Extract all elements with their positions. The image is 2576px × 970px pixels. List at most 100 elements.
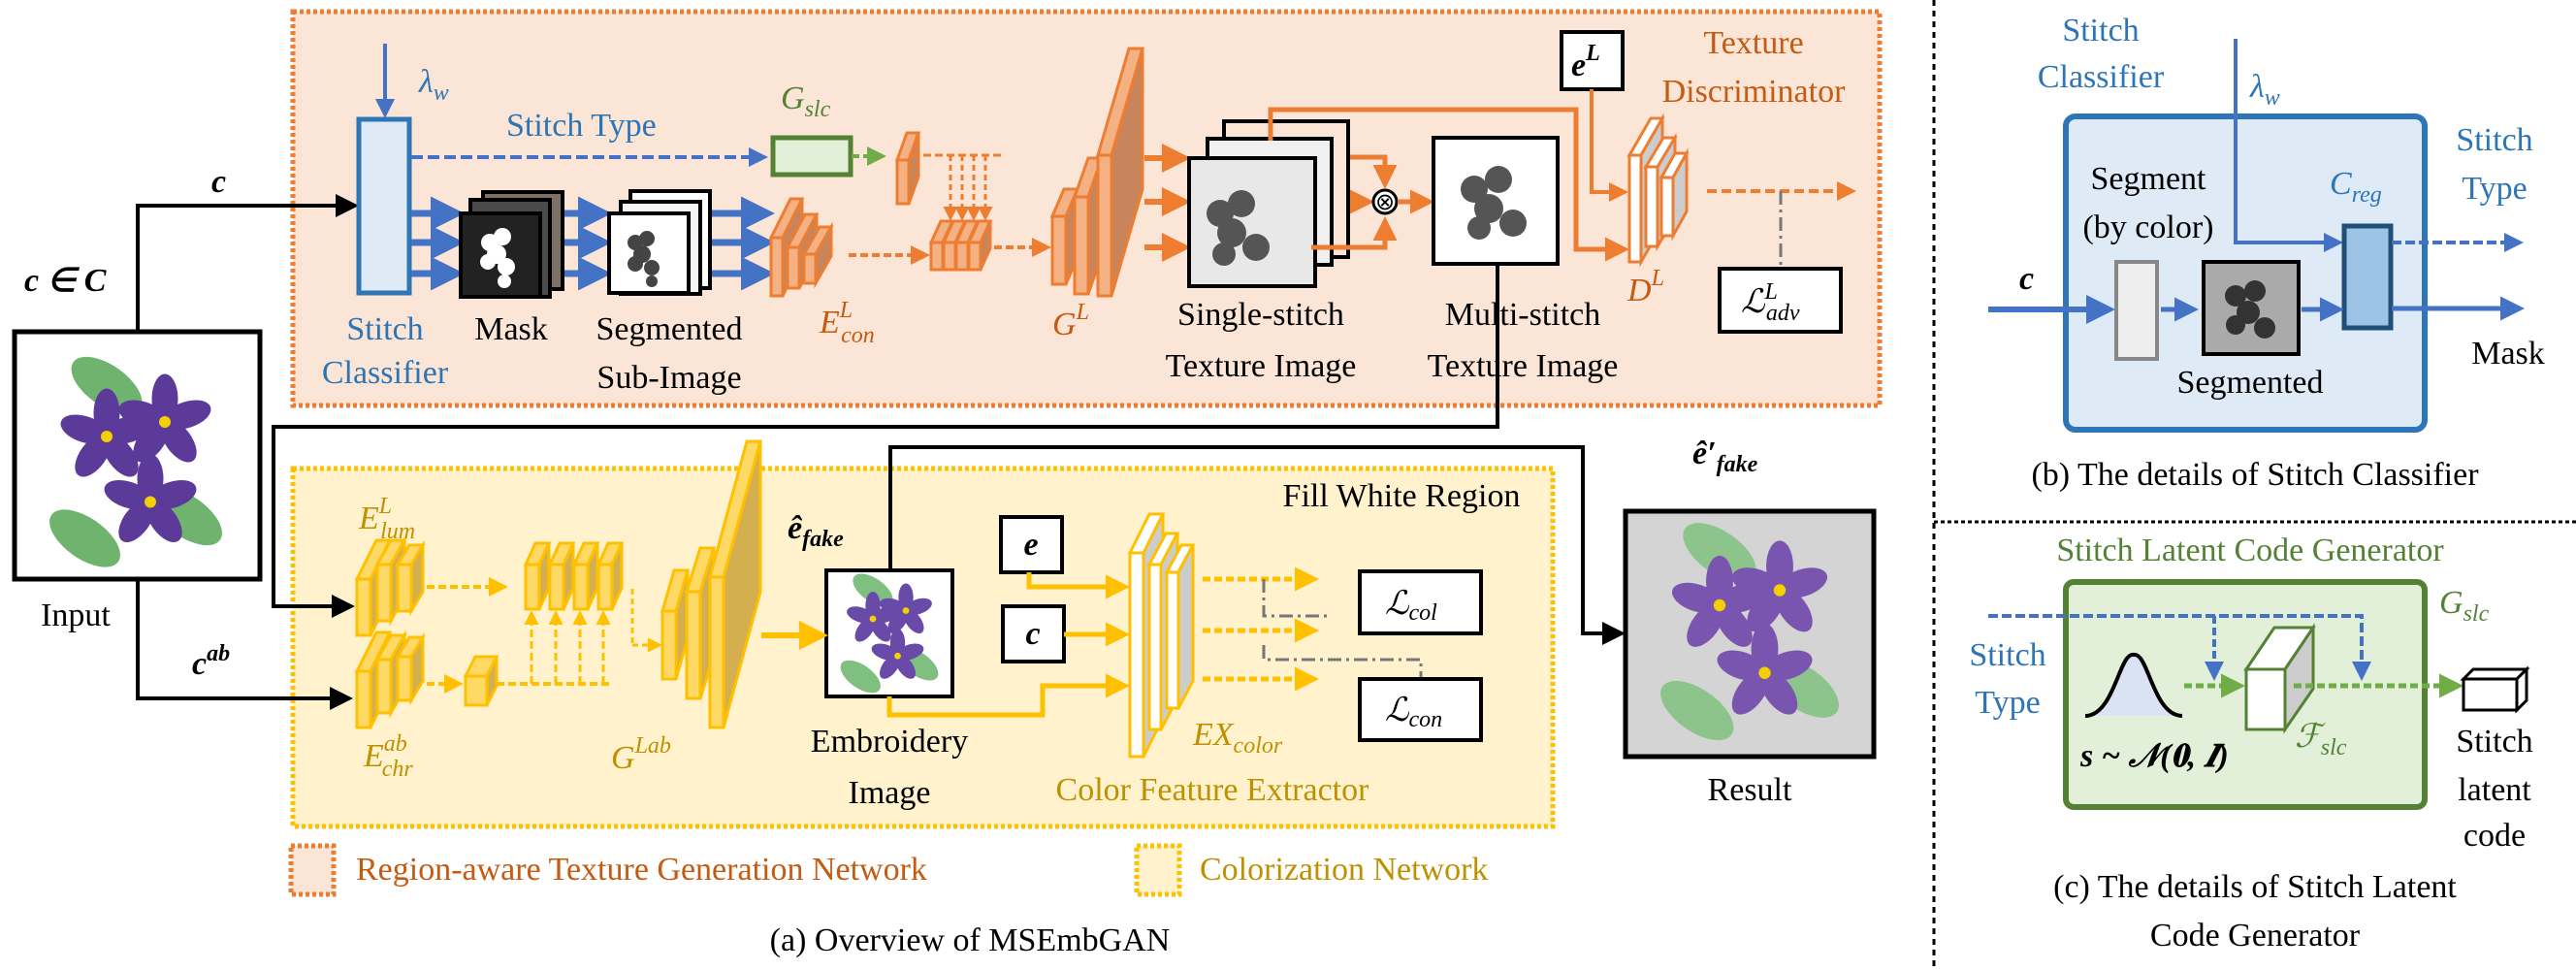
panel-b-title: Stitch [2062,13,2139,48]
fslc-layer [2243,623,2316,734]
el-to-disc-arrow [1590,89,1628,202]
stitch-classifier-block [356,116,412,296]
glab-layer [660,568,690,681]
glab-layer [684,546,717,700]
panel-b-lambda-label: λw [2249,69,2280,111]
petal [1731,669,1770,715]
single-to-disc-arrow [1268,107,1629,262]
stitch-type-label: Stitch Type [506,108,657,144]
excolor-layer-side [1176,544,1195,709]
concat-layer-front [929,241,945,272]
multi-stitch-texture-image [1432,136,1560,266]
panel-b-stitch-type-label: Stitch [2456,122,2532,158]
concat-layer [571,541,600,611]
petal [1715,602,1753,647]
lcon-loss-box [1358,677,1483,742]
multiply-operator [1371,188,1399,215]
e-to-ex-arrow [1026,572,1130,599]
caption-b: (b) The details of Stitch Classifier [2031,457,2479,493]
segmented-sub-image-label: Segmented [596,311,742,347]
flower-center [894,652,901,660]
segmented-image [2202,260,2301,356]
cab-label: cab [192,641,230,682]
concat-layer-front [942,241,957,272]
gl-layer [1096,47,1144,298]
glab-layer-front [660,609,678,681]
leaf [1660,680,1734,741]
stitch-latent-code-label-3: code [2463,818,2526,854]
concat-layer-front [548,563,565,611]
legend-colorization-label: Colorization Network [1200,852,1488,888]
concat-layer [596,541,625,611]
panel-b-c-label: c [2019,261,2034,297]
result-label: Result [1708,772,1792,808]
leaf [49,509,120,567]
multi-stitch-label-2: Texture Image [1428,348,1619,384]
embroidery-image-label-2: Image [849,775,931,811]
gslc-label: Gslc [781,81,831,122]
petal [1747,587,1785,632]
econ-layer-front [786,245,801,290]
petal [1717,650,1767,681]
dl-layer [1658,147,1690,242]
petal [1671,582,1722,613]
flower-center [145,496,156,508]
gl-layer-front [1050,214,1068,286]
noise-distribution-label: s ~ 𝒩(𝟎, 𝑰) [2079,738,2229,774]
econ-layer [801,221,834,289]
flower-center [1713,598,1726,612]
gslc-latent-layer-front [895,158,911,206]
flower-center [101,431,113,442]
glab-layer-front [708,575,725,729]
single-stitch-texture-cube [1187,119,1350,288]
petal [118,499,155,543]
flower-center [869,615,877,623]
echr-layer [395,631,426,706]
petal [1687,602,1724,647]
creg-block [2341,223,2394,331]
lambda-w-label: λw [418,64,449,106]
ex-output-arrows [1203,566,1423,692]
petal [1759,669,1798,715]
texture-discriminator-label: Texture [1703,25,1803,61]
texture-discriminator-label-2: Discriminator [1662,74,1847,110]
petal [854,617,876,642]
flower-center [902,607,910,614]
petal [1731,567,1782,598]
echr-layer-front [396,655,413,702]
elum-layer-front [396,563,413,613]
petal [118,400,167,430]
segment-by-color-label: Segment [2091,161,2207,197]
lcol-label: ℒcol [1385,586,1437,626]
dl-layer-front [1659,176,1675,238]
dl-layer-front [1644,165,1659,248]
single-stitch-label-2: Texture Image [1166,348,1357,384]
c-label: c [211,164,226,200]
legend-texture-label: Region-aware Texture Generation Network [356,852,927,888]
emb-to-ex-arrow [886,673,1130,718]
excolor-layer-front [1128,551,1145,759]
concat-layer-front [967,241,982,272]
flower-center [159,416,171,428]
echr-layer-front [375,658,393,715]
petal [871,643,899,661]
elum-layer-front [355,577,372,637]
econ-layer-front [802,252,818,285]
efake-label: êfake [788,510,844,552]
el-box [1560,30,1625,91]
multi-to-colorization-line [272,264,1499,618]
chr-latent-cube [463,655,499,707]
panel-b-lambda-arrow [2234,39,2343,252]
result-image [1623,508,1877,760]
panel-c-gslc-label: Gslc [2439,585,2490,627]
petal [847,606,875,624]
stitch-latent-code-label-2: latent [2458,772,2531,808]
single-stitch-label: Single-stitch [1177,297,1344,333]
echr-layer-front [355,669,372,729]
stitch-latent-code-cube-icon [2460,665,2530,714]
petal [870,617,891,642]
otimes-symbol: ⊗ [1375,190,1395,215]
